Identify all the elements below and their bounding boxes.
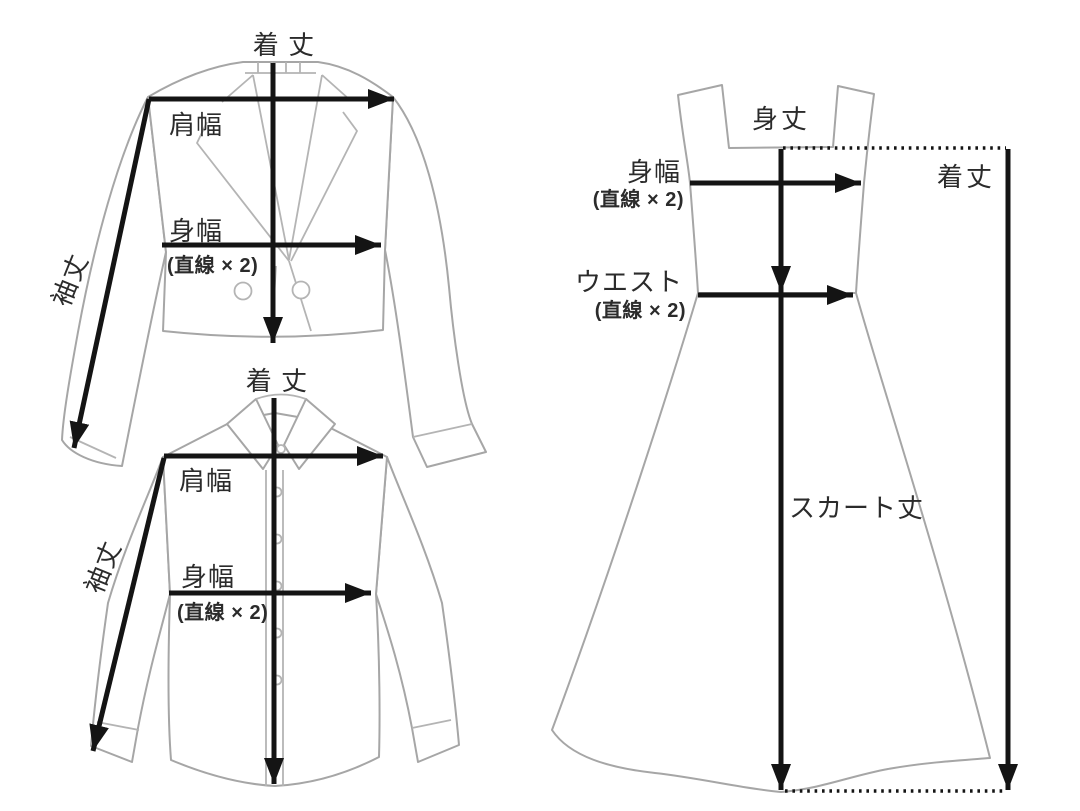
- shirt-shoulder-width-label: 肩幅: [179, 466, 233, 496]
- shirt-body-width-note: (直線 × 2): [177, 600, 268, 624]
- jacket-figure: 着 丈 肩幅 身幅 (直線 × 2) 袖丈: [46, 30, 487, 468]
- shirt-placket-lines: [265, 470, 284, 786]
- jacket-body-width-note: (直線 × 2): [167, 253, 258, 277]
- shirt-right-cuff-seam: [411, 719, 452, 729]
- dress-waist-note: (直線 × 2): [595, 298, 686, 322]
- shirt-body-width-label: 身幅: [181, 562, 235, 592]
- dress-skirt-length-label: スカート丈: [789, 493, 924, 523]
- dress-body-width-note: (直線 × 2): [593, 187, 684, 211]
- shirt-collar-left-wing: [226, 398, 279, 470]
- jacket-lapel-right: [288, 74, 358, 262]
- shirt-figure: 着 丈 肩幅 身幅 (直線 × 2) 袖丈: [79, 366, 460, 787]
- jacket-button: [291, 280, 311, 300]
- shirt-right-sleeve-outline: [375, 456, 460, 763]
- shirt-collar-button: [276, 444, 286, 454]
- shirt-left-cuff-seam: [96, 721, 140, 731]
- dress-body-width-label: 身幅: [627, 157, 681, 187]
- shirt-sleeve-length-arrow: [89, 457, 167, 752]
- shirt-collar-right-wing: [283, 398, 336, 470]
- jacket-body-width-label: 身幅: [169, 216, 223, 246]
- jacket-button: [233, 281, 253, 301]
- dress-figure: 身丈 着丈 身幅 (直線 × 2) ウエスト (直線 × 2) スカート丈: [551, 84, 1018, 793]
- jacket-shoulder-width-label: 肩幅: [169, 110, 223, 140]
- dress-bodice-outline: [677, 84, 875, 294]
- shirt-length-label: 着 丈: [246, 366, 308, 396]
- dress-waist-label: ウエスト: [575, 267, 683, 297]
- jacket-sleeve-length-arrow: [69, 98, 152, 449]
- dress-skirt-outline: [551, 292, 991, 793]
- jacket-right-sleeve-outline: [384, 96, 487, 468]
- jacket-length-label: 着 丈: [253, 30, 315, 60]
- dress-body-length-label: 身丈: [752, 104, 810, 134]
- dress-total-length-label: 着丈: [937, 162, 995, 192]
- jacket-right-cuff-seam: [412, 423, 473, 438]
- shirt-collar-stand: [255, 393, 307, 400]
